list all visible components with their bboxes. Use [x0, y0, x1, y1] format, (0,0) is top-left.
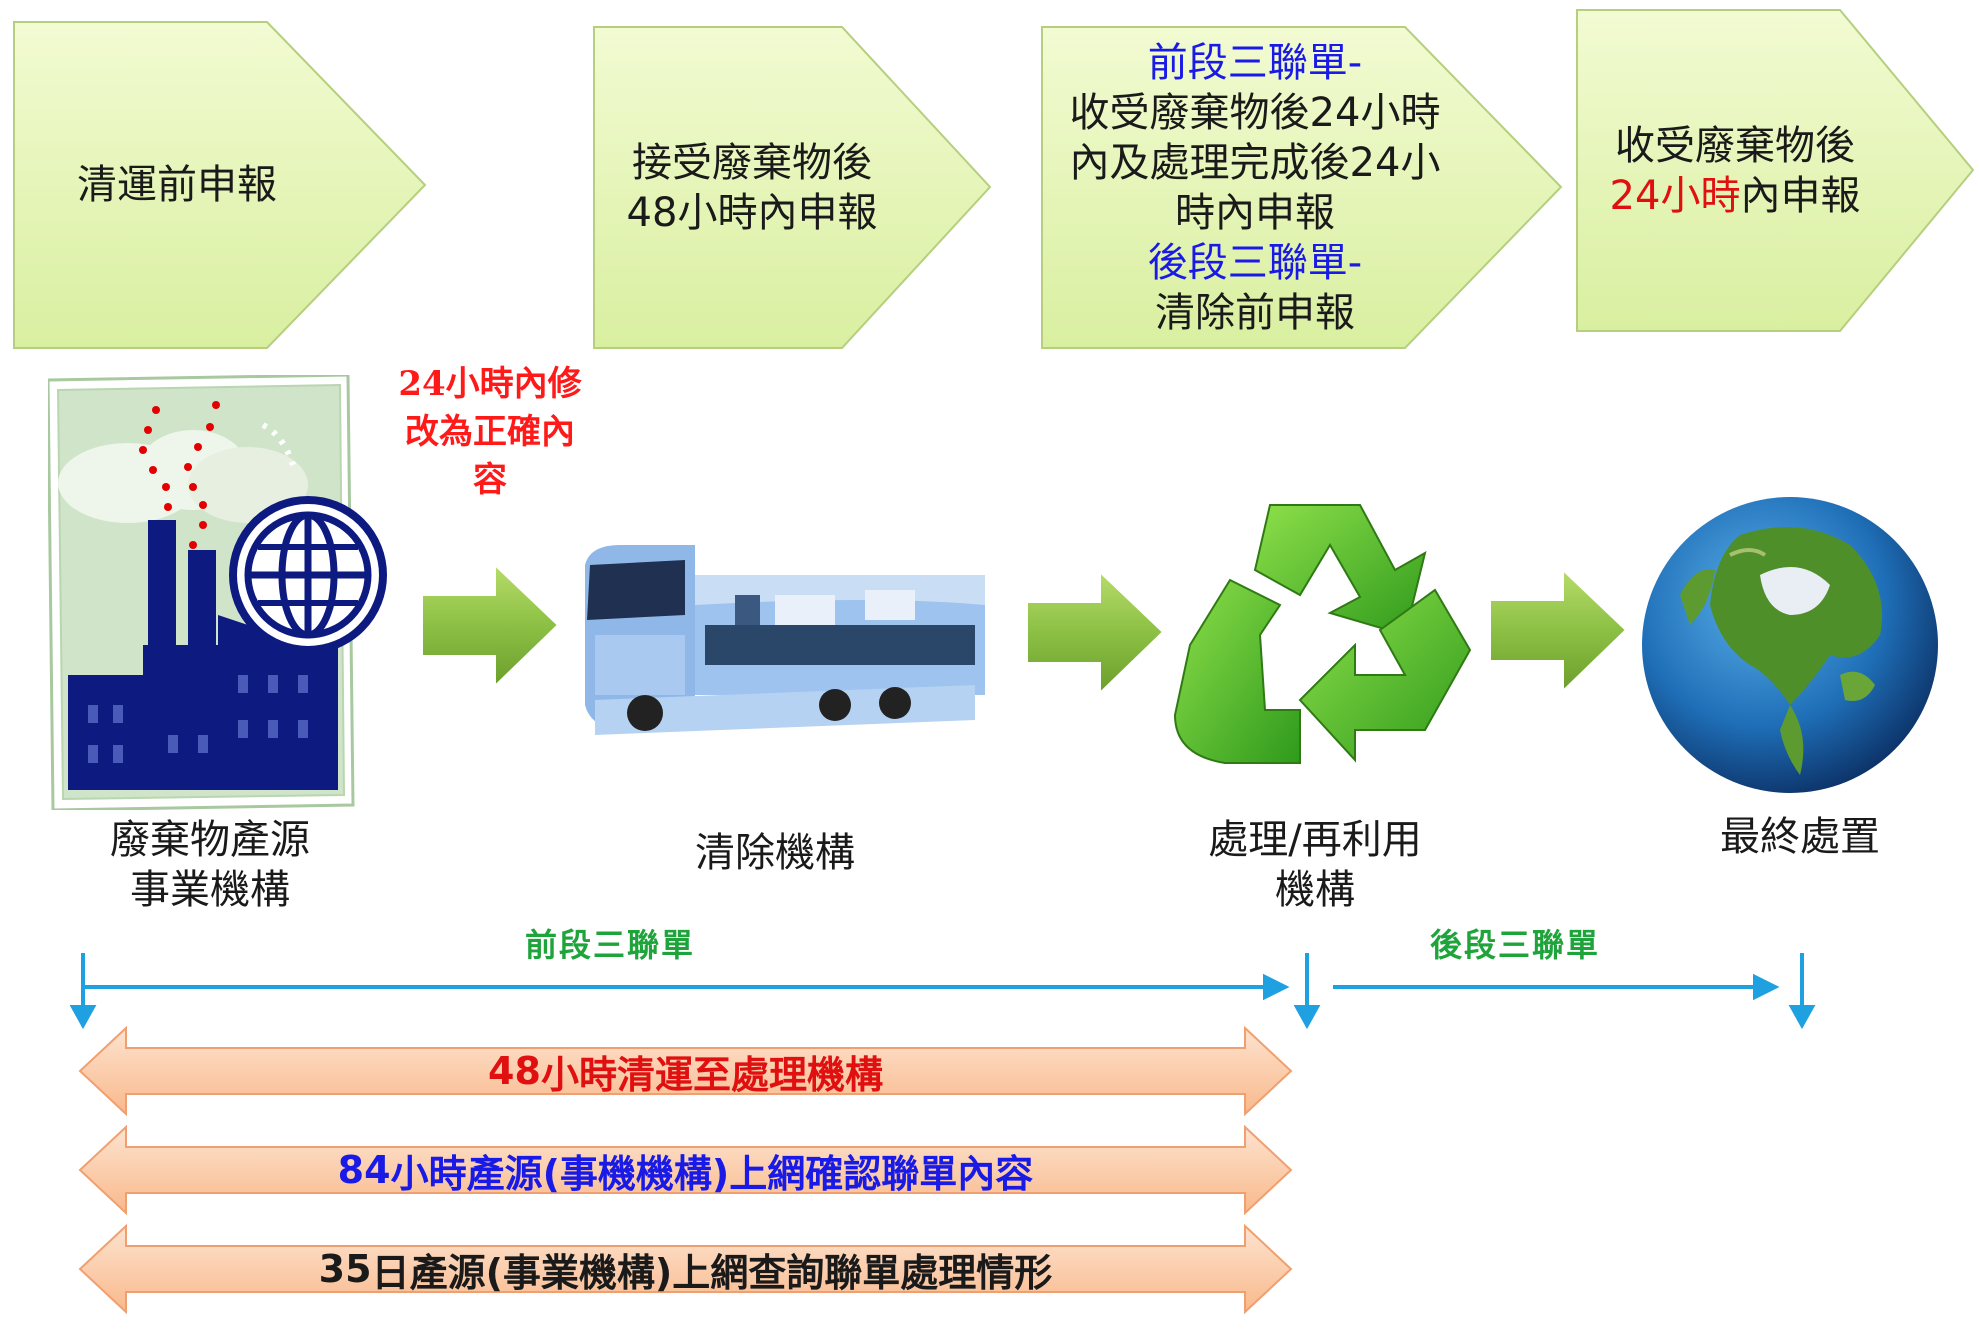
- step-3-line-2-seg-1: 收受廢棄物後24小時: [1069, 89, 1441, 136]
- step-4-line-2-seg-2: 內申報: [1740, 172, 1861, 219]
- step-1-pentagon: 清運前申報: [12, 20, 427, 350]
- step-3-line-1: 前段三聯單-: [1148, 38, 1362, 88]
- step-4-line-2: 24小時內申報: [1610, 171, 1861, 221]
- correction-note-line-1: 24小時內修: [398, 364, 582, 404]
- flow-arrow-2-icon: [1025, 569, 1165, 696]
- step-3-line-3: 內及處理完成後24小: [1070, 138, 1441, 188]
- entity-label-source-line-2: 事業機構: [130, 867, 290, 913]
- entity-label-final-disposal-line-1: 最終處置: [1720, 814, 1880, 860]
- entity-label-source-line-1: 廢棄物產源: [110, 817, 310, 863]
- step-3-line-5: 後段三聯單-: [1148, 238, 1362, 288]
- correction-note: 24小時內修 改為正確內 容: [380, 360, 600, 504]
- step-3-line-2: 收受廢棄物後24小時: [1070, 88, 1441, 138]
- step-3-line-1-seg-1: 前段三聯單-: [1147, 39, 1363, 86]
- step-1-line-1: 清運前申報: [77, 160, 277, 210]
- step-1-text: 清運前申報: [12, 20, 342, 350]
- stage-label-back: 後段三聯單: [1430, 926, 1601, 964]
- stage-timeline: [60, 945, 1820, 1035]
- step-3-text: 前段三聯單-收受廢棄物後24小時內及處理完成後24小時內申報後段三聯單-清除前申…: [1040, 25, 1470, 350]
- duration-bar-3-label: 日產源(事業機構)上網查詢聯單處理情形: [371, 1250, 1053, 1295]
- duration-bar-1-number: 48: [488, 1049, 541, 1093]
- step-4-line-1: 收受廢棄物後: [1615, 121, 1855, 171]
- step-3-line-6-seg-1: 清除前申報: [1155, 289, 1355, 336]
- entity-label-processor: 處理/再利用 機構: [1180, 815, 1450, 915]
- step-3-line-5-seg-1: 後段三聯單-: [1147, 239, 1363, 286]
- truck-icon: [575, 535, 995, 740]
- stage-label-front: 前段三聯單: [525, 926, 696, 964]
- step-2-line-2: 48小時內申報: [627, 188, 878, 238]
- correction-note-line-3: 容: [473, 460, 507, 500]
- step-3-line-3-seg-1: 內及處理完成後24小: [1069, 139, 1441, 186]
- entity-label-final-disposal: 最終處置: [1680, 812, 1920, 862]
- step-3-line-4: 時內申報: [1175, 188, 1335, 238]
- flow-arrow-1-icon: [420, 562, 560, 689]
- entity-label-source: 廢棄物產源 事業機構: [80, 815, 340, 915]
- entity-label-transporter-line-1: 清除機構: [695, 830, 855, 876]
- duration-bar-1-label: 小時清運至處理機構: [540, 1052, 883, 1097]
- flow-arrow-3-icon: [1488, 567, 1628, 694]
- duration-bar-2-label: 小時產源(事機機構)上網確認聯單內容: [390, 1151, 1034, 1196]
- duration-bar-2-number: 84: [337, 1148, 391, 1192]
- earth-icon: [1640, 495, 1940, 795]
- step-3-line-4-seg-1: 時內申報: [1175, 189, 1335, 236]
- step-4-line-2-seg-1: 24小時: [1609, 172, 1741, 219]
- step-4-line-1-seg-1: 收受廢棄物後: [1615, 122, 1855, 169]
- recycle-icon: [1170, 495, 1475, 775]
- step-3-line-6: 清除前申報: [1155, 288, 1355, 338]
- correction-note-line-2: 改為正確內: [405, 412, 575, 452]
- step-2-line-2-seg-1: 48小時內申報: [626, 189, 878, 236]
- step-3-pentagon: 前段三聯單-收受廢棄物後24小時內及處理完成後24小時內申報後段三聯單-清除前申…: [1040, 25, 1563, 350]
- entity-label-transporter: 清除機構: [650, 828, 900, 878]
- entity-label-processor-line-2: 機構: [1275, 867, 1355, 913]
- step-1-line-1-seg-1: 清運前申報: [77, 162, 277, 208]
- duration-bar-3-number: 35: [318, 1247, 372, 1291]
- step-2-line-1: 接受廢棄物後: [632, 138, 872, 188]
- entity-label-processor-line-1: 處理/再利用: [1208, 817, 1422, 863]
- factory-globe-icon: [46, 373, 423, 812]
- step-2-line-1-seg-1: 接受廢棄物後: [632, 139, 872, 186]
